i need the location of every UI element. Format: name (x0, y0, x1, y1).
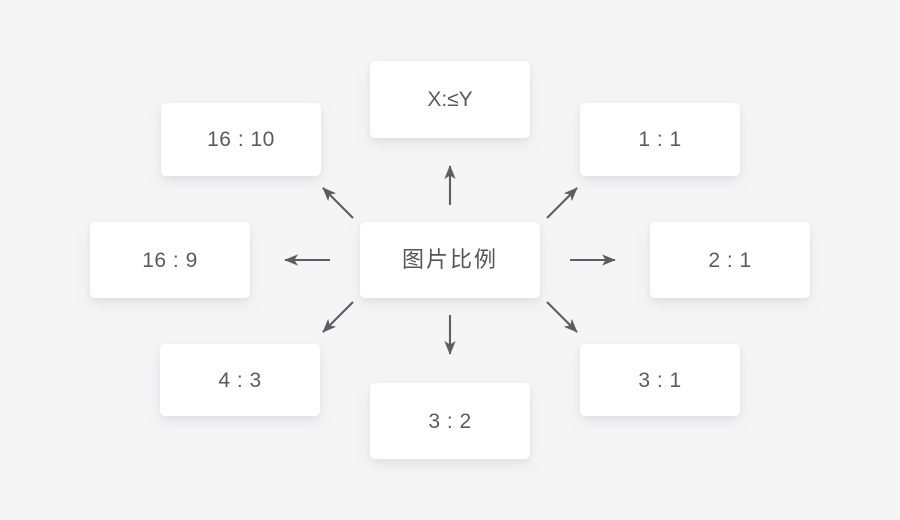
node-ratio-x-le-y-label: X:≤Y (427, 88, 473, 111)
arrow-up-right-icon (546, 187, 578, 219)
node-ratio-4-3[interactable]: 4 : 3 (160, 344, 320, 416)
node-ratio-16-10-label: 16 : 10 (207, 128, 275, 151)
node-ratio-4-3-label: 4 : 3 (218, 368, 262, 392)
arrow-down-left-icon (322, 301, 354, 333)
node-center-title[interactable]: 图片比例 (360, 222, 540, 298)
node-ratio-3-1-label: 3 : 1 (638, 368, 682, 392)
node-ratio-16-9-label: 16 : 9 (142, 248, 198, 272)
node-ratio-16-9[interactable]: 16 : 9 (90, 222, 250, 298)
node-ratio-2-1[interactable]: 2 : 1 (650, 222, 810, 298)
node-ratio-16-10[interactable]: 16 : 10 (161, 103, 321, 176)
node-ratio-3-1[interactable]: 3 : 1 (580, 344, 740, 416)
node-ratio-1-1-label: 1 : 1 (638, 128, 682, 151)
arrow-up-left-icon (322, 187, 354, 219)
node-ratio-x-le-y[interactable]: X:≤Y (370, 61, 530, 138)
node-center-title-label: 图片比例 (401, 247, 498, 272)
node-ratio-2-1-label: 2 : 1 (708, 248, 752, 272)
arrow-down-right-icon (546, 301, 578, 333)
node-ratio-1-1[interactable]: 1 : 1 (580, 103, 740, 176)
node-ratio-3-2-label: 3 : 2 (428, 409, 472, 433)
node-ratio-3-2[interactable]: 3 : 2 (370, 383, 530, 459)
